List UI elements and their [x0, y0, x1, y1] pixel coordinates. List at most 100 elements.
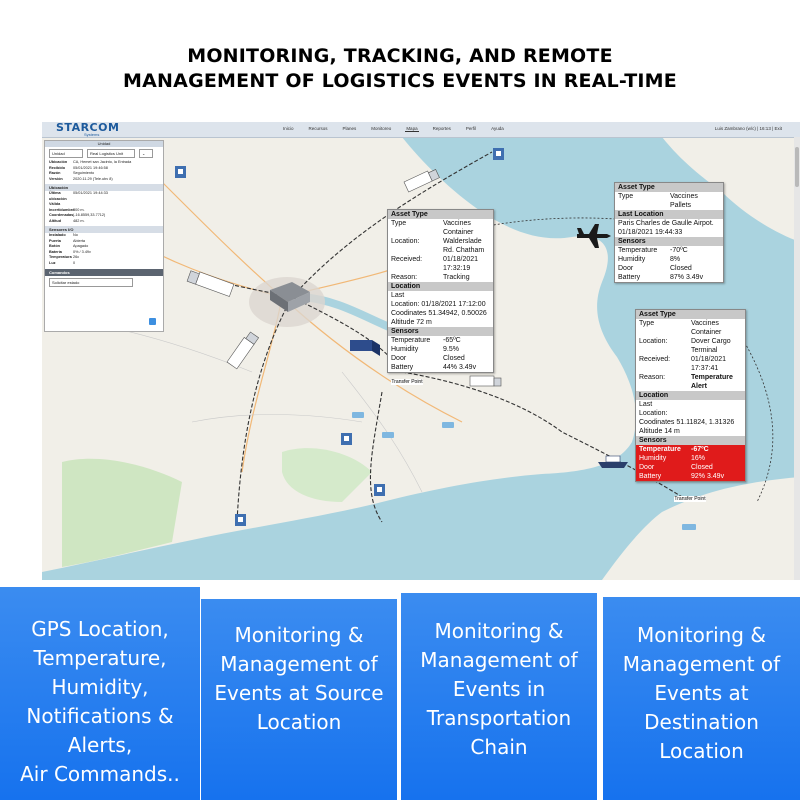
- feature-box-line: Management of: [220, 652, 378, 676]
- popup-row-label: Type: [618, 193, 634, 200]
- field-value: 0% / 3.49v: [73, 249, 91, 254]
- feature-box-line: Events in: [452, 677, 546, 701]
- nav-item-ayuda[interactable]: Ayuda: [491, 126, 504, 131]
- nav-item-mapa[interactable]: Mapa: [405, 126, 419, 132]
- field-value: 300 m.: [73, 207, 85, 212]
- popup-row-value: Closed: [443, 355, 465, 362]
- scrollbar-thumb[interactable]: [795, 147, 799, 187]
- section-commands[interactable]: Comandos: [45, 269, 163, 276]
- popup-row-label: Location:: [391, 238, 420, 245]
- nav-item-monitoreo[interactable]: Monitoreo: [371, 126, 392, 131]
- popup-row-label: Door: [391, 355, 407, 362]
- section-location[interactable]: Ubicación: [45, 184, 163, 191]
- popup-header: Location: [636, 391, 745, 400]
- popup-row-label: Temperature: [639, 446, 681, 453]
- command-select[interactable]: Solicitar estado: [49, 278, 133, 287]
- route-line: [236, 296, 293, 523]
- popup-row-label: Reason:: [391, 274, 418, 281]
- popup-row-label: Received:: [639, 356, 671, 363]
- popup-location-line: 01/18/2021 19:44:33: [618, 229, 683, 236]
- feature-box-line: Events at: [654, 681, 749, 705]
- starcom-logo: STARCOM: [56, 122, 120, 134]
- popup-row: Temperature-67ºC: [636, 445, 745, 454]
- truck-icon: [469, 375, 502, 387]
- feature-box-line: Events at Source: [214, 681, 384, 705]
- popup-row-value: -70ºC: [670, 247, 688, 254]
- vertical-scrollbar[interactable]: [794, 137, 800, 580]
- nav-item-inicio[interactable]: Inicio: [283, 126, 294, 131]
- popup-line: Last: [639, 401, 653, 408]
- popup-location-line: Location:: [639, 410, 668, 417]
- feature-box-line: Monitoring &: [434, 619, 564, 643]
- popup-row-label: Temperature: [618, 247, 658, 254]
- nav-item-planes[interactable]: Planes: [342, 126, 357, 131]
- popup-row-value: Walderslade Rd. Chatham: [443, 238, 485, 254]
- user-info[interactable]: Luis Zambrano (w/c) | 16:13 | Exit: [714, 126, 782, 131]
- field-label: Instalado: [49, 233, 66, 237]
- field-label: Coordenadas: [49, 213, 74, 217]
- popup-row-value: Closed: [670, 265, 692, 272]
- ship-icon: [598, 455, 628, 468]
- field-value: CA, Hemet san Jacinto, la Entrada: [73, 160, 132, 164]
- popup-row: Reason:Temperature Alert: [636, 373, 745, 391]
- popup-row-value: 92% 3.49v: [691, 473, 725, 480]
- feature-box-line: Management of: [420, 648, 578, 672]
- popup-location-line: Location: 01/18/2021 17:12:00: [391, 301, 486, 308]
- popup-row-value: -65ºC: [443, 337, 461, 344]
- chevron-down-icon[interactable]: ⌄: [139, 149, 153, 158]
- feature-box-line: Chain: [470, 735, 528, 759]
- popup-row-value: Vaccines Container: [443, 220, 474, 236]
- popup-row: Location: Walderslade Rd. Chatham: [388, 237, 493, 255]
- field-label: Razón: [49, 171, 61, 175]
- popup-row: Door Closed: [615, 264, 723, 273]
- popup-location-line: Altitude 72 m: [391, 319, 432, 326]
- send-command-button[interactable]: [149, 318, 156, 325]
- field-value: 05/01/2021 19:46:58: [73, 165, 108, 170]
- truck-icon: [186, 270, 235, 297]
- hospital-icon: [235, 514, 246, 526]
- nav-item-perfil[interactable]: Perfil: [465, 126, 477, 131]
- popup-row-label: Door: [618, 265, 634, 272]
- popup-row-label: Battery: [639, 473, 662, 480]
- popup-header: Asset Type: [388, 210, 493, 219]
- popup-row-value: 16%: [691, 455, 706, 462]
- field-value: No: [73, 233, 78, 237]
- section-sensors[interactable]: Sensores I/O: [45, 226, 163, 233]
- nav-item-reportes[interactable]: Reportes: [432, 126, 451, 131]
- popup-location-line: Coodinates 51.34942, 0.50026: [391, 310, 487, 317]
- feature-box-line: Notifications &: [26, 704, 174, 728]
- popup-row-value: Closed: [691, 464, 713, 471]
- page-title: MONITORING, TRACKING, AND REMOTE MANAGEM…: [0, 44, 800, 94]
- unit-sidebar: Unidad Unidad Real Logistics Unit ⌄ Ubic…: [44, 140, 164, 332]
- sidebar-field-row: Instalado No: [45, 233, 163, 239]
- popup-row-value: Vaccines Pallets: [670, 193, 698, 209]
- warehouse-icon: [270, 282, 310, 312]
- field-label: Incertidumbre: [49, 207, 75, 212]
- field-label: Puerta: [49, 238, 61, 243]
- popup-location-line: Paris Charles de Gaulle Airpot.: [618, 220, 714, 227]
- popup-row-value: Vaccines Container: [691, 320, 722, 336]
- route-line: [369, 391, 383, 523]
- feature-box-line: Destination: [644, 710, 759, 734]
- feature-box-line: Alerts,: [67, 733, 133, 757]
- hospital-icon: [493, 148, 504, 160]
- field-label: Última ubicación Válida: [49, 191, 67, 206]
- field-label: Temperatura: [49, 255, 72, 259]
- popup-row-value: Temperature Alert: [691, 374, 733, 390]
- unit-select[interactable]: Real Logistics Unit: [87, 149, 135, 158]
- nav-item-recursos[interactable]: Recursos: [308, 126, 328, 131]
- field-value: 482 m.: [73, 218, 85, 223]
- unit-type-select[interactable]: Unidad: [49, 149, 83, 158]
- feature-box-line: Humidity,: [51, 675, 149, 699]
